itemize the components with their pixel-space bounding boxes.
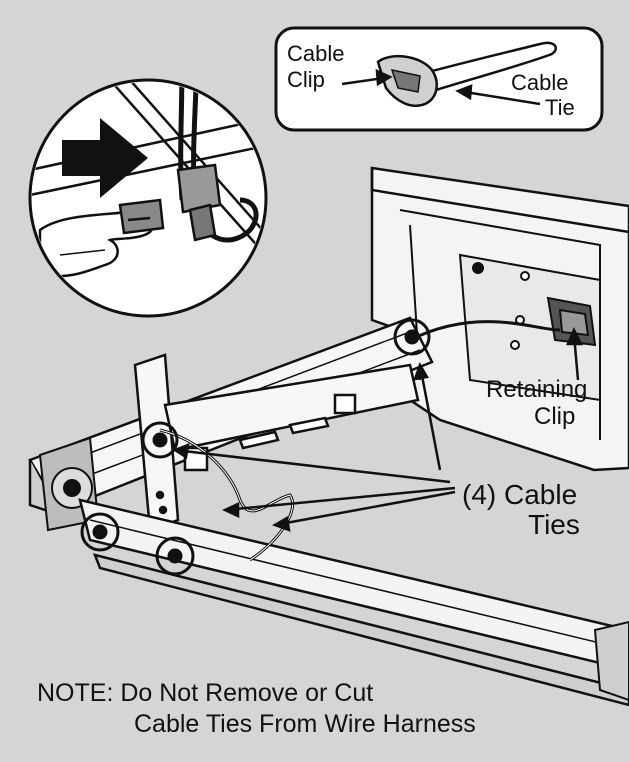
cable-ties-count-label: (4) Cable (462, 479, 578, 510)
rail-end (593, 620, 629, 702)
mounting-plate (458, 253, 601, 402)
harness-wire-upper (409, 320, 561, 342)
cable-tie-markers (80, 318, 431, 576)
gear-rack (38, 436, 100, 532)
cable-tie-label: Cable (511, 70, 569, 95)
detail-inset (28, 78, 268, 318)
cable-clip-label: Cable (287, 41, 345, 66)
push-arrow-icon (62, 118, 148, 198)
clip-tie-callout (274, 26, 604, 132)
bracket (133, 353, 420, 532)
retaining-clip-arrow (566, 327, 584, 381)
retaining-clip-shape (546, 296, 597, 347)
cable-ties-count-label-line2: Ties (528, 509, 580, 540)
retaining-clip-label: Retaining (486, 376, 588, 403)
cable-ties-arrows (172, 362, 456, 532)
note-text-line2: Cable Ties From Wire Harness (134, 710, 476, 738)
bottom-rail (78, 498, 629, 707)
cable-tie-label-line2: Tie (545, 95, 575, 120)
retaining-clip-label-line2: Clip (534, 403, 576, 430)
cable-clip-label-line2: Clip (287, 67, 325, 92)
note-text-line1: NOTE: Do Not Remove or Cut (37, 679, 374, 707)
